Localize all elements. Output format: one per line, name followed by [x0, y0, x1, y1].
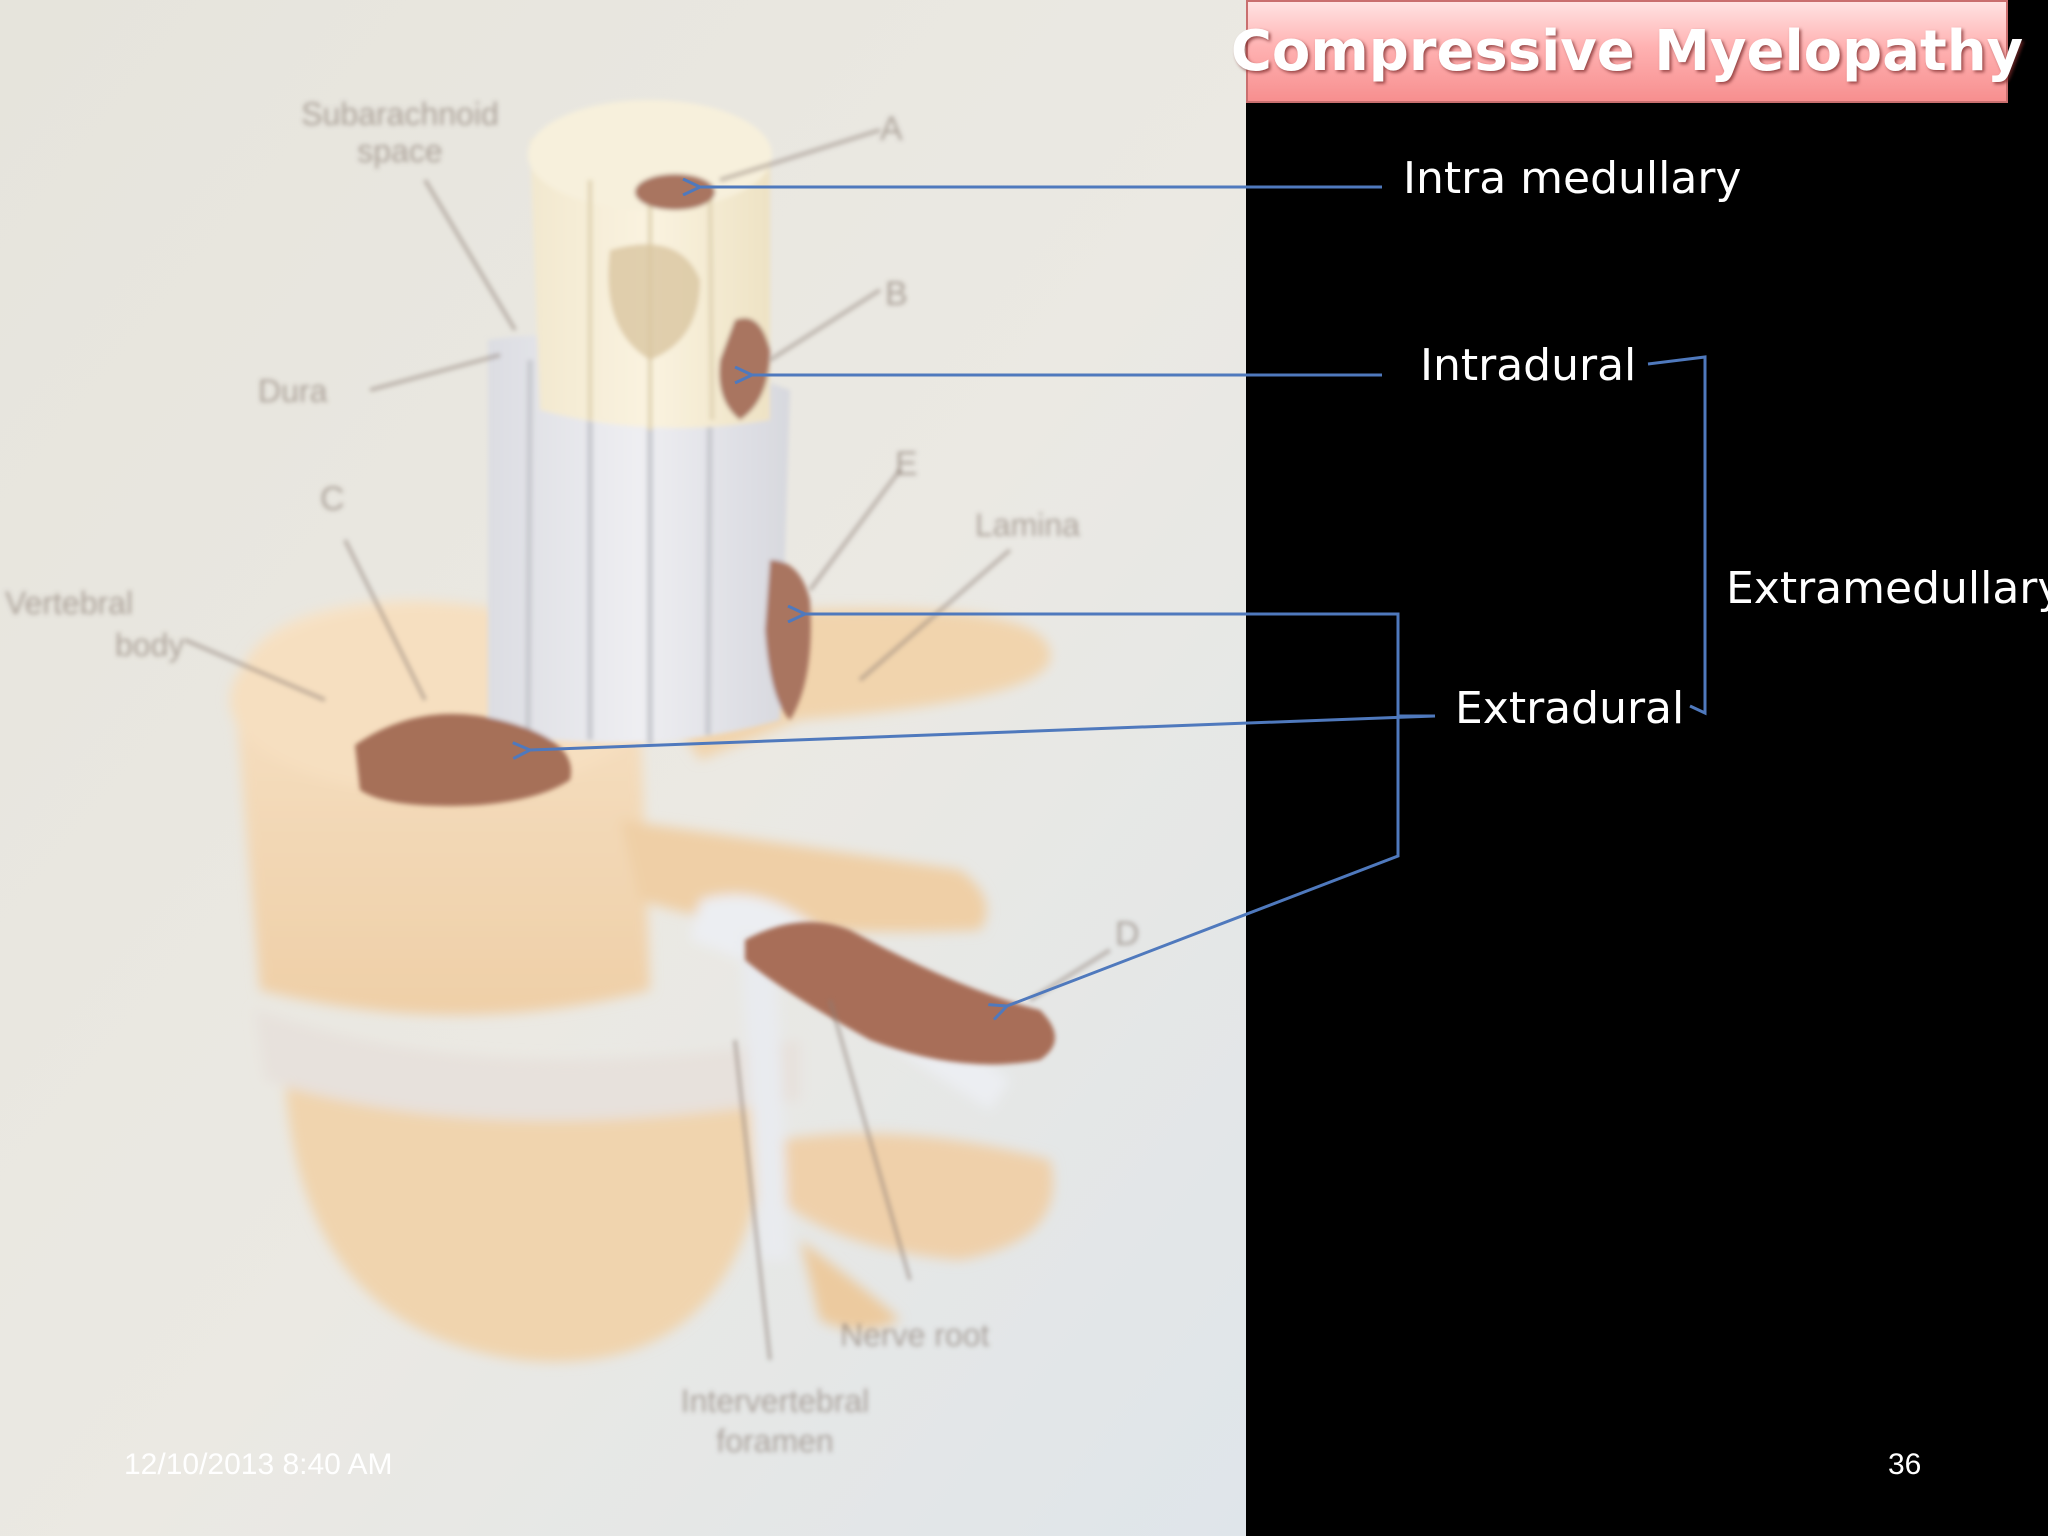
label-intramedullary: Intra medullary — [1403, 153, 1742, 204]
label-extradural: Extradural — [1455, 683, 1685, 734]
photo-label-vertebral-body: Vertebral — [5, 585, 133, 621]
photo-label-subarachnoid: Subarachnoid — [301, 96, 498, 132]
extramedullary-bracket — [1647, 355, 1707, 716]
spine-anatomy-photo: Subarachnoid space Dura Vertebral body L… — [0, 0, 1246, 1536]
footer-date: 12/10/2013 8:40 AM — [124, 1448, 393, 1481]
photo-label-vertebral-body-2: body — [115, 627, 184, 663]
photo-letter-d: D — [1115, 915, 1140, 953]
photo-label-nerve-root: Nerve root — [840, 1317, 990, 1353]
title-banner: Compressive Myelopathy — [1231, 0, 2023, 103]
photo-letter-e: E — [895, 445, 918, 483]
photo-label-intervertebral: Intervertebral — [681, 1383, 870, 1419]
label-extramedullary: Extramedullary — [1726, 563, 2048, 614]
photo-label-lamina: Lamina — [975, 507, 1080, 543]
photo-letter-c: C — [320, 480, 345, 518]
slide-title: Compressive Myelopathy — [1230, 19, 2024, 84]
slide-number: 36 — [1888, 1448, 1922, 1481]
photo-label-subarachnoid-space: space — [357, 133, 442, 169]
label-intradural: Intradural — [1420, 340, 1637, 391]
photo-letter-b: B — [885, 275, 908, 313]
photo-letter-a: A — [880, 110, 903, 148]
photo-label-dura: Dura — [258, 373, 328, 409]
photo-label-foramen: foramen — [716, 1423, 833, 1459]
